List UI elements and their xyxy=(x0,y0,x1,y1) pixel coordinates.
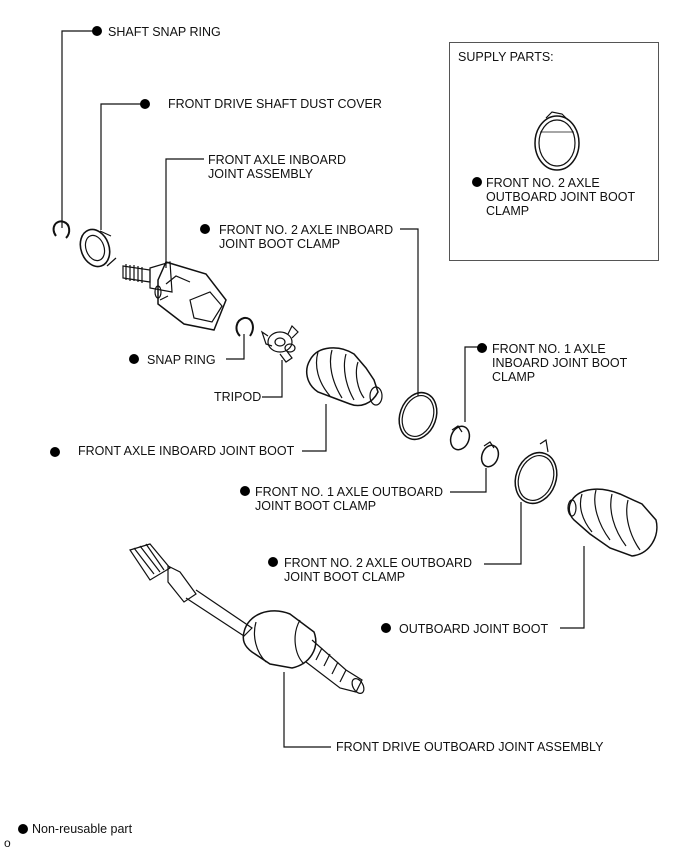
shaft-snap-ring-part xyxy=(52,220,71,239)
leader-inboard-joint-assembly xyxy=(165,158,204,268)
label-dust-cover: FRONT DRIVE SHAFT DUST COVER xyxy=(168,97,382,111)
label-outboard-joint-assembly: FRONT DRIVE OUTBOARD JOINT ASSEMBLY xyxy=(336,740,604,754)
leader-tripod xyxy=(262,360,283,398)
non-reusable-marker-supply xyxy=(472,177,482,187)
leader-no2-outboard-clamp xyxy=(484,502,522,565)
snap-ring-part xyxy=(235,316,254,337)
label-no1-inboard-clamp: FRONT NO. 1 AXLE INBOARD JOINT BOOT CLAM… xyxy=(492,342,628,384)
leader-lines xyxy=(61,30,585,748)
non-reusable-marker-no1-inboard-clamp xyxy=(477,343,487,353)
label-snap-ring: SNAP RING xyxy=(147,353,216,367)
non-reusable-marker-outboard-boot xyxy=(381,623,391,633)
label-inboard-joint-assembly: FRONT AXLE INBOARD JOINT ASSEMBLY xyxy=(208,153,346,181)
label-no2-inboard-clamp: FRONT NO. 2 AXLE INBOARD JOINT BOOT CLAM… xyxy=(219,223,394,251)
leader-no1-outboard-clamp xyxy=(450,468,487,493)
non-reusable-marker-snap-ring xyxy=(129,354,139,364)
no2-outboard-clamp-part xyxy=(514,438,558,505)
non-reusable-marker-inboard-boot xyxy=(50,447,60,457)
no1-outboard-clamp-part xyxy=(480,441,500,468)
leader-dust-cover xyxy=(100,103,141,230)
non-reusable-marker-shaft-snap-ring xyxy=(92,26,102,36)
leader-shaft-snap-ring xyxy=(61,30,96,228)
inboard-joint-assembly-part xyxy=(122,261,227,331)
supply-clamp-part xyxy=(534,111,580,171)
leader-outboard-assembly xyxy=(283,672,331,748)
label-outboard-joint-boot: OUTBOARD JOINT BOOT xyxy=(399,622,549,636)
non-reusable-marker-dust-cover xyxy=(140,99,150,109)
no1-inboard-clamp-part xyxy=(449,425,471,451)
no2-inboard-clamp-part xyxy=(398,391,438,441)
label-shaft-snap-ring: SHAFT SNAP RING xyxy=(108,25,221,39)
non-reusable-marker-no2-outboard-clamp xyxy=(268,557,278,567)
outboard-boot-part xyxy=(567,488,658,557)
legend-marker xyxy=(18,824,28,834)
label-inboard-joint-boot: FRONT AXLE INBOARD JOINT BOOT xyxy=(78,444,295,458)
figure-code: o xyxy=(4,836,11,850)
leader-no2-inboard-clamp xyxy=(400,228,419,396)
non-reusable-marker-no2-inboard-clamp xyxy=(200,224,210,234)
label-tripod: TRIPOD xyxy=(214,390,262,404)
label-no2-outboard-clamp: FRONT NO. 2 AXLE OUTBOARD JOINT BOOT CLA… xyxy=(284,556,473,584)
legend-text: Non-reusable part xyxy=(32,822,133,836)
label-no1-outboard-clamp: FRONT NO. 1 AXLE OUTBOARD JOINT BOOT CLA… xyxy=(255,485,444,513)
dust-cover-part xyxy=(79,228,117,268)
supply-parts-title: SUPPLY PARTS: xyxy=(458,50,554,64)
supply-part-label: FRONT NO. 2 AXLE OUTBOARD JOINT BOOT CLA… xyxy=(486,176,636,218)
leader-snap-ring xyxy=(226,334,245,360)
outboard-joint-assembly-part xyxy=(129,543,365,694)
leader-no1-inboard-clamp xyxy=(464,346,487,422)
tripod-part xyxy=(260,324,299,363)
non-reusable-marker-no1-outboard-clamp xyxy=(240,486,250,496)
leader-inboard-boot xyxy=(302,404,327,452)
inboard-boot-part xyxy=(305,347,383,407)
supply-parts-box xyxy=(449,42,659,261)
leader-outboard-boot xyxy=(560,546,585,629)
